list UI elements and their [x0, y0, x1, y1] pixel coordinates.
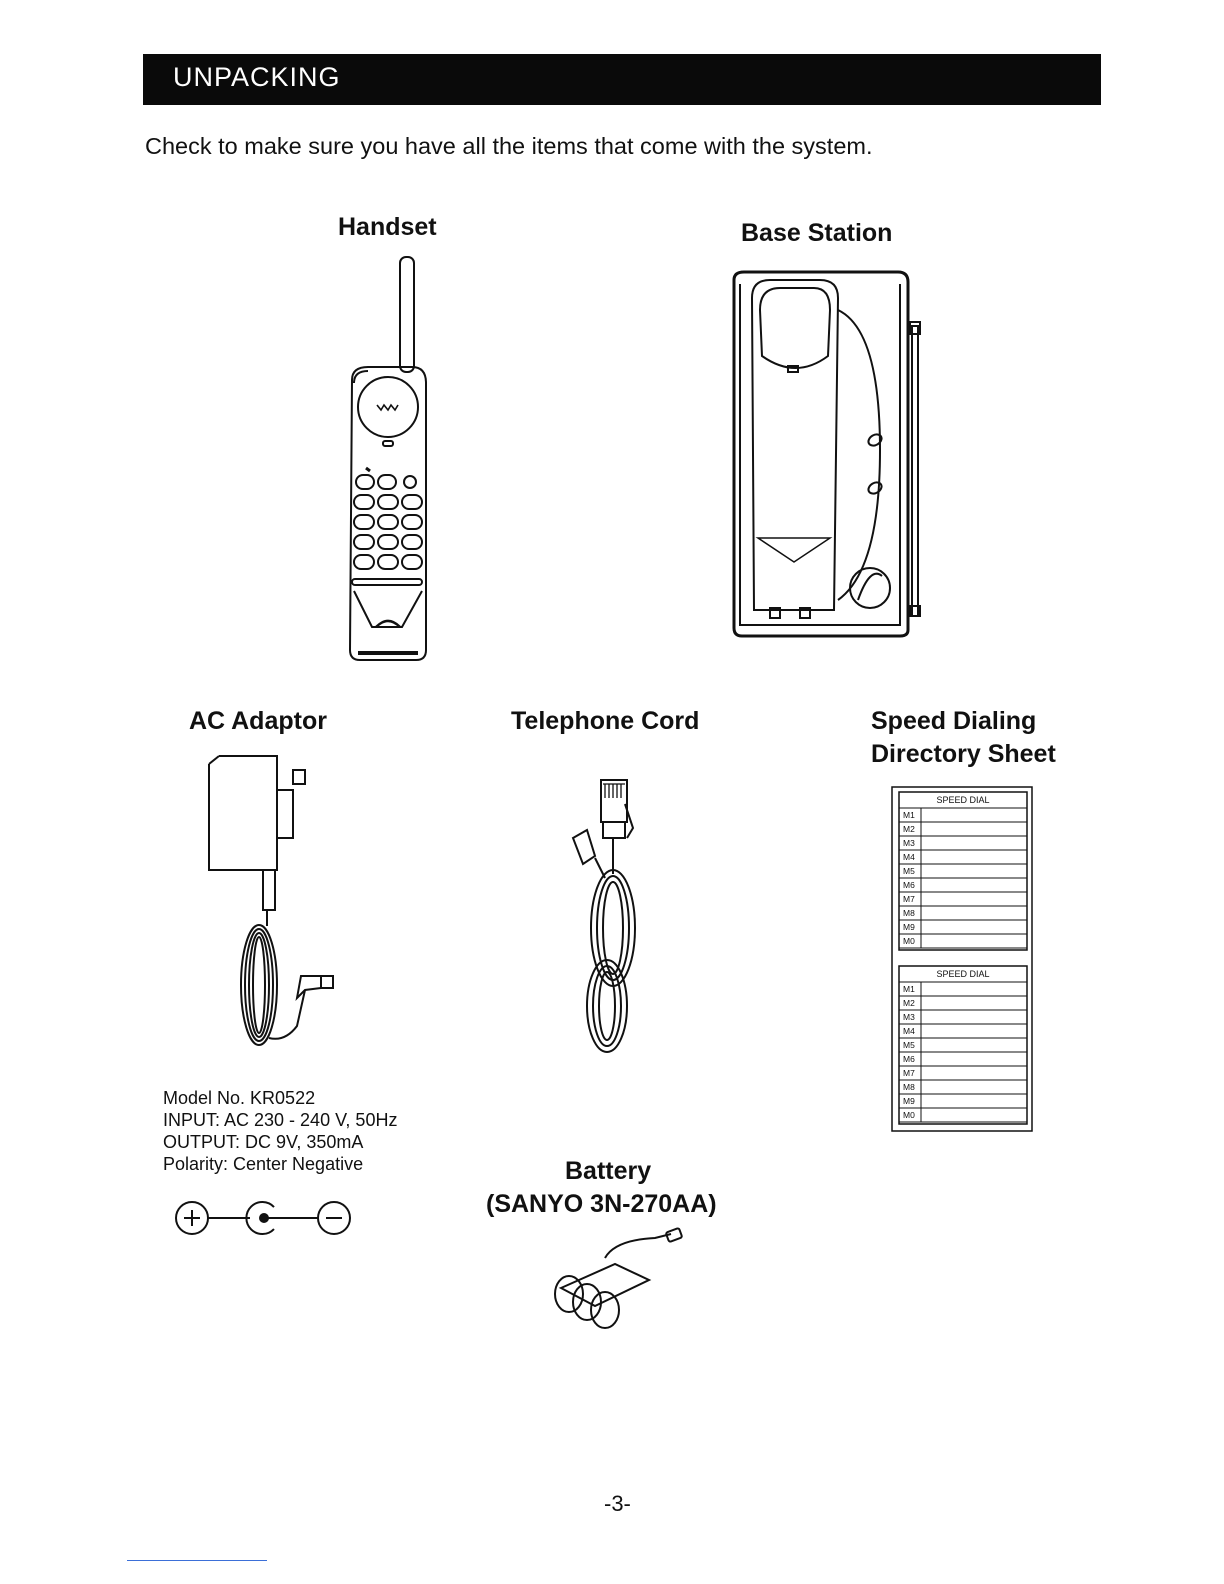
section-header-bar: UNPACKING	[143, 54, 1101, 105]
ac-adaptor-illustration	[208, 755, 334, 1046]
speed-dial-row	[898, 905, 1028, 921]
telephone-cord-illustration	[571, 779, 636, 1053]
speed-dial-row-label: M9	[903, 922, 915, 932]
speed-dial-row	[898, 1065, 1028, 1081]
speed-dial-row	[898, 1079, 1028, 1095]
speed-dial-row-label: M1	[903, 810, 915, 820]
speed-dial-row	[898, 933, 1028, 949]
speed-dial-label-line1: Speed Dialing	[871, 707, 1037, 735]
base-station-label: Base Station	[741, 219, 893, 247]
speed-dial-row-label: M7	[903, 894, 915, 904]
intro-text: Check to make sure you have all the item…	[145, 133, 873, 159]
speed-dial-row-label: M8	[903, 908, 915, 918]
speed-dial-row	[898, 981, 1028, 997]
section-title: UNPACKING	[173, 62, 341, 92]
polarity-symbol	[175, 1201, 351, 1235]
speed-dial-row-label: M9	[903, 1096, 915, 1106]
telephone-cord-label: Telephone Cord	[511, 707, 700, 735]
speed-dial-row-label: M3	[903, 838, 915, 848]
footer-rule	[127, 1560, 267, 1561]
speed-dial-row	[898, 995, 1028, 1011]
speed-dial-row	[898, 1023, 1028, 1039]
handset-illustration	[348, 256, 427, 661]
speed-dial-row-label: M5	[903, 866, 915, 876]
speed-dial-row-label: M0	[903, 1110, 915, 1120]
speed-dial-row-label: M2	[903, 824, 915, 834]
speed-dial-row	[898, 807, 1028, 823]
spec-output: OUTPUT: DC 9V, 350mA	[163, 1132, 364, 1152]
spec-polarity: Polarity: Center Negative	[163, 1154, 364, 1174]
battery-illustration	[554, 1227, 683, 1329]
speed-dial-row	[898, 1051, 1028, 1067]
speed-dial-row-label: M6	[903, 1054, 915, 1064]
speed-dial-row	[898, 891, 1028, 907]
speed-dial-row	[898, 877, 1028, 893]
ac-adaptor-specs: Model No. KR0522 INPUT: AC 230 - 240 V, …	[163, 1087, 397, 1175]
speed-dial-row-label: M4	[903, 852, 915, 862]
spec-model: Model No. KR0522	[163, 1088, 316, 1108]
speed-dial-card-title: SPEED DIAL	[936, 795, 989, 805]
speed-dial-row-label: M6	[903, 880, 915, 890]
battery-label-line1: Battery	[565, 1157, 652, 1185]
speed-dial-row-label: M4	[903, 1026, 915, 1036]
handset-label: Handset	[338, 213, 437, 241]
speed-dial-row	[898, 849, 1028, 865]
speed-dial-row	[898, 1009, 1028, 1025]
speed-dial-row-label: M2	[903, 998, 915, 1008]
speed-dial-row	[898, 919, 1028, 935]
speed-dial-row	[898, 835, 1028, 851]
speed-dial-row	[898, 821, 1028, 837]
speed-dial-card-title: SPEED DIAL	[936, 969, 989, 979]
base-station-illustration	[732, 270, 921, 638]
speed-dial-row-label: M5	[903, 1040, 915, 1050]
speed-dial-row	[898, 1037, 1028, 1053]
speed-dial-row-label: M7	[903, 1068, 915, 1078]
page-number: -3-	[604, 1491, 631, 1516]
speed-dial-row-label: M1	[903, 984, 915, 994]
speed-dial-row-label: M8	[903, 1082, 915, 1092]
speed-dial-row-label: M3	[903, 1012, 915, 1022]
battery-label-line2: (SANYO 3N-270AA)	[486, 1190, 717, 1218]
speed-dial-row	[898, 1107, 1028, 1123]
speed-dial-row	[898, 863, 1028, 879]
speed-dial-row-label: M0	[903, 936, 915, 946]
speed-dial-label-line2: Directory Sheet	[871, 740, 1056, 768]
spec-input: INPUT: AC 230 - 240 V, 50Hz	[163, 1110, 398, 1130]
ac-adaptor-label: AC Adaptor	[189, 707, 327, 735]
speed-dial-row	[898, 1093, 1028, 1109]
